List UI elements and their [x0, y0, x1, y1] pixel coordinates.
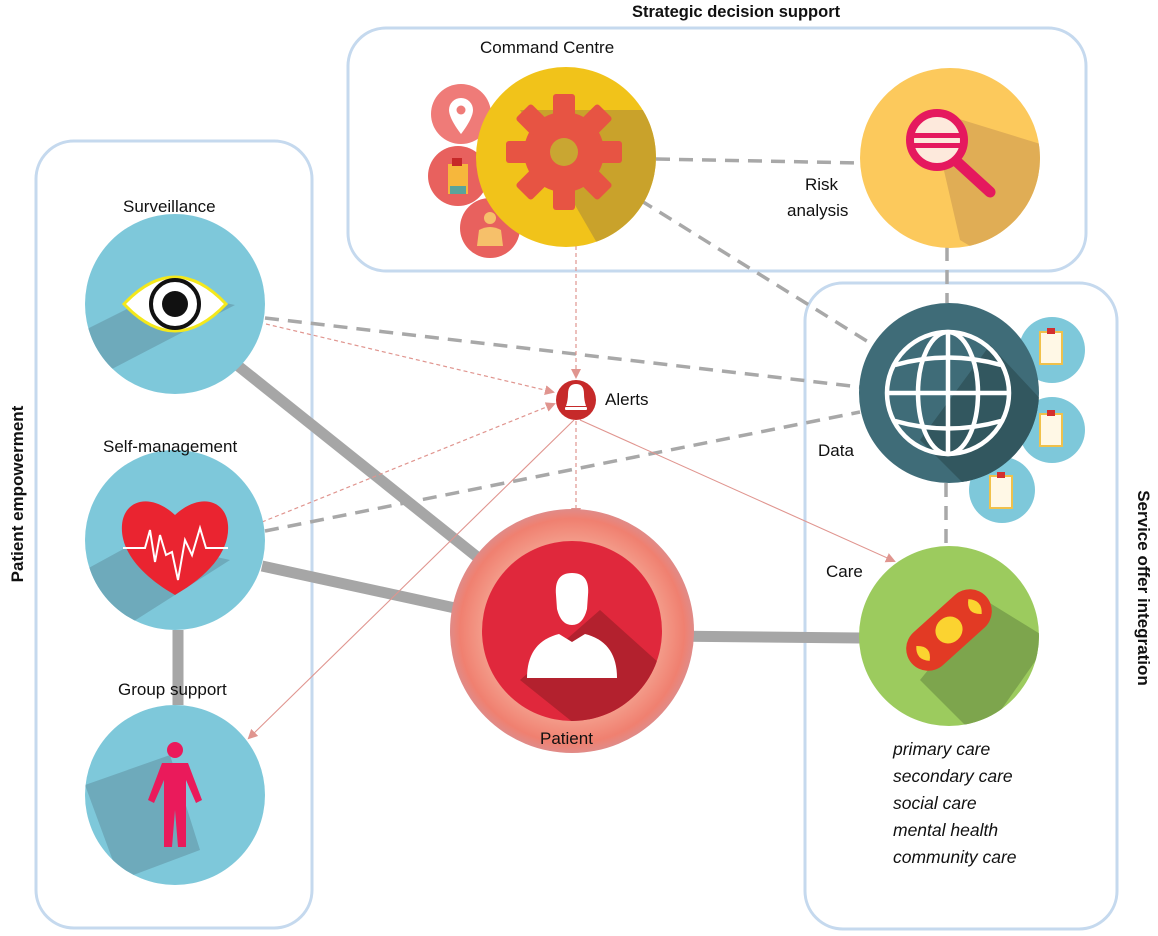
group-title-service-integration: Service offer integration [1134, 490, 1153, 686]
group-title-patient-empowerment: Patient empowerment [8, 405, 27, 583]
link-command-risk [655, 157, 863, 165]
alerts-node[interactable] [556, 380, 596, 420]
person-icon [148, 742, 202, 847]
gear-icon [506, 94, 622, 210]
user-silhouette-icon [527, 573, 617, 678]
care-type-item: primary care [893, 739, 991, 759]
link-patient-care [661, 630, 861, 644]
care-type-item: secondary care [893, 766, 1013, 786]
group-box-patient-empowerment [34, 139, 314, 930]
alert-arrow-surveillance-alerts [265, 323, 555, 396]
care-types-list: primary care secondary care social care … [893, 736, 1017, 871]
label-data: Data [818, 441, 854, 460]
label-risk-line1: Risk [805, 175, 839, 194]
label-surveillance: Surveillance [123, 197, 216, 216]
group-box-strategic [346, 26, 1088, 273]
label-risk-line2: analysis [787, 201, 849, 220]
label-patient: Patient [540, 729, 593, 748]
command-centre-node[interactable] [476, 67, 680, 300]
group-support-node[interactable] [85, 705, 265, 885]
bandage-icon [906, 589, 992, 671]
heart-pulse-icon [121, 501, 229, 595]
patient-node[interactable] [450, 509, 700, 760]
label-alerts: Alerts [605, 390, 649, 409]
link-surveillance-patient [233, 360, 510, 585]
magnifier-icon [906, 109, 996, 198]
label-command-centre: Command Centre [480, 38, 615, 57]
alert-arrow-alerts-group [247, 419, 575, 740]
link-selfmgmt-patient [260, 560, 489, 621]
alert-arrow-alerts-care [579, 419, 896, 563]
group-title-strategic: Strategic decision support [632, 3, 841, 21]
location-pin-icon [431, 84, 491, 144]
data-node[interactable] [859, 303, 1060, 500]
link-surveillance-data [264, 316, 861, 389]
data-sub-clipboard-1 [1019, 317, 1085, 383]
care-type-item: mental health [893, 820, 999, 840]
label-self-management: Self-management [103, 437, 238, 456]
surveillance-node[interactable] [85, 214, 265, 394]
eye-icon [121, 275, 229, 333]
globe-icon [884, 329, 1012, 457]
group-box-service-integration [803, 281, 1119, 931]
care-type-item: social care [893, 793, 977, 813]
care-type-item: community care [893, 847, 1017, 867]
label-care: Care [826, 562, 863, 581]
hospital-building-icon [428, 146, 488, 206]
self-management-node[interactable] [85, 450, 265, 630]
label-group-support: Group support [118, 680, 227, 699]
care-node[interactable] [859, 546, 1050, 740]
alert-arrow-selfmgmt-alerts [261, 402, 556, 523]
risk-analysis-node[interactable] [860, 68, 1060, 300]
bell-icon [565, 384, 587, 410]
link-selfmgmt-data [264, 410, 861, 533]
